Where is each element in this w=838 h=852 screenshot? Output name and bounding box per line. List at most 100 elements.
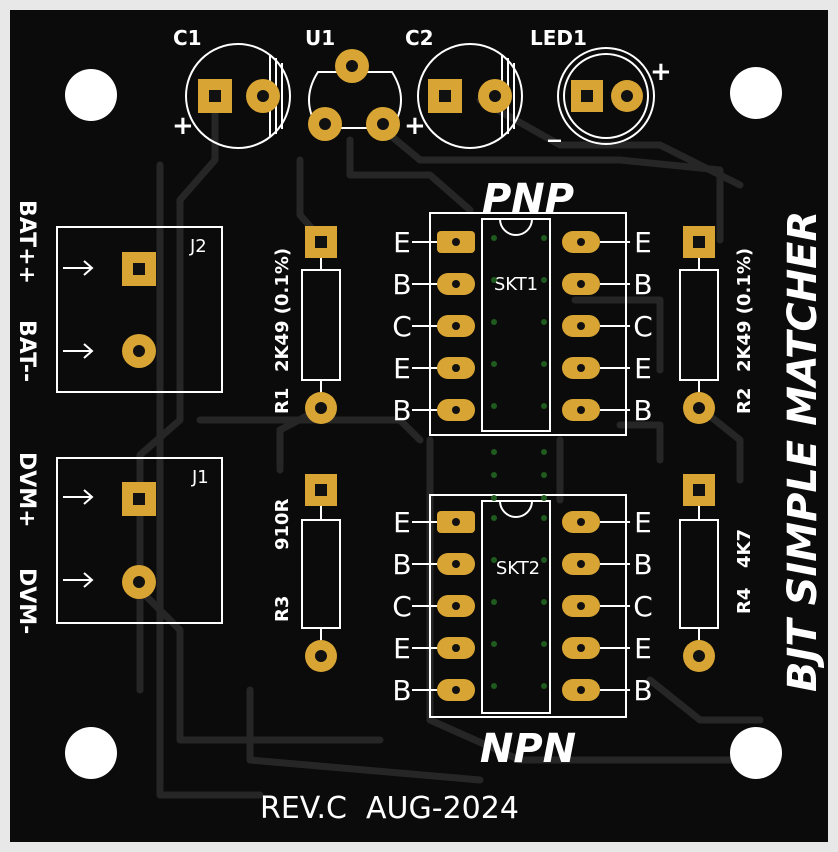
skt2-pin-right-3-drill (577, 602, 585, 610)
resistor-r2: 2K49 (0.1%) R2 (679, 226, 755, 424)
skt1-pin-label-right-5: B (633, 394, 652, 427)
regulator-u1: U1 (305, 26, 402, 141)
c1-plus-label: + (172, 111, 194, 141)
revision-label: REV.C AUG-2024 (260, 791, 519, 826)
j1-ref-label: J1 (191, 467, 209, 488)
skt2-pin-label-right-5: B (633, 674, 652, 707)
skt2-pin-label-right-4: E (634, 632, 652, 665)
skt2-via-5-1 (491, 683, 497, 689)
r2-ref-label: R2 (734, 388, 755, 414)
skt2-ref-label: SKT2 (496, 558, 540, 579)
mounting-holes (65, 67, 782, 779)
r4-value-label: 4K7 (734, 529, 755, 568)
mounting-hole-top-left (65, 69, 117, 121)
r1-value-label: 2K49 (0.1%) (272, 248, 293, 372)
mounting-hole-bottom-right (730, 727, 782, 779)
mounting-hole-top-right (730, 67, 782, 119)
skt2-pin-label-right-1: E (634, 506, 652, 539)
j2-pin2-label: BAT-- (14, 320, 39, 382)
skt1-via-2-1 (491, 277, 497, 283)
skt2-via-3-2 (541, 599, 547, 605)
led-led1: LED1 + _ (530, 26, 672, 145)
skt2-pin-label-right-2: B (633, 548, 652, 581)
skt1-via-4-2 (541, 361, 547, 367)
c2-label: C2 (405, 26, 434, 50)
resistor-r3: 910R R3 (272, 474, 341, 672)
skt2-type-label: NPN (480, 726, 576, 772)
j1-pin1-label: DVM+ (14, 452, 39, 528)
skt2-pin-right-2-drill (577, 560, 585, 568)
skt1-pin-left-3-drill (452, 322, 460, 330)
skt2-pin-label-left-3: C (392, 590, 412, 623)
skt1-pin-left-2-drill (452, 280, 460, 288)
connector-j2: J2 BAT++ BAT-- (14, 200, 223, 393)
led1-label: LED1 (530, 26, 587, 50)
skt1-pin-label-left-5: B (392, 394, 411, 427)
skt2-via-1-2 (541, 515, 547, 521)
skt2-pin-left-5-drill (452, 686, 460, 694)
mounting-hole-bottom-left (65, 727, 117, 779)
skt2-via-1-1 (491, 515, 497, 521)
board-outline (10, 10, 828, 842)
skt1-ref-label: SKT1 (494, 274, 538, 295)
capacitor-c1: C1 + (172, 26, 291, 149)
skt2-pin-left-2-drill (452, 560, 460, 568)
skt2-via-3-1 (491, 599, 497, 605)
capacitor-c2: C2 + (404, 26, 523, 149)
skt1-via-3-1 (491, 319, 497, 325)
c1-label: C1 (173, 26, 202, 50)
skt1-pin-right-2-drill (577, 280, 585, 288)
skt2-pin-label-left-4: E (393, 632, 411, 665)
socket-vias (491, 449, 547, 501)
skt1-pin-label-left-3: C (392, 310, 412, 343)
skt2-pin-label-right-3: C (633, 590, 653, 623)
board-title: BJT SIMPLE MATCHER (780, 211, 826, 692)
led1-minus-label: _ (548, 113, 561, 143)
skt1-via-1-2 (541, 235, 547, 241)
skt1-pin-left-4-drill (452, 364, 460, 372)
skt1-pin-label-right-2: B (633, 268, 652, 301)
skt1-pin-label-right-4: E (634, 352, 652, 385)
resistor-r1: 2K49 (0.1%) R1 (272, 226, 341, 424)
skt2-pin-right-5-drill (577, 686, 585, 694)
connector-j1: J1 DVM+ DVM- (14, 452, 223, 634)
skt1-pin-right-4-drill (577, 364, 585, 372)
skt2-pin-right-1-drill (577, 518, 585, 526)
skt2-pin-right-4-drill (577, 644, 585, 652)
skt1-via-3-2 (541, 319, 547, 325)
skt2-via-5-2 (541, 683, 547, 689)
led1-plus-label: + (650, 57, 672, 87)
skt2-pin-label-left-5: B (392, 674, 411, 707)
skt2-pin-left-4-drill (452, 644, 460, 652)
skt2-via-2-1 (491, 557, 497, 563)
skt1-type-label: PNP (482, 176, 574, 222)
skt2-pin-left-1-drill (452, 518, 460, 526)
u1-label: U1 (305, 26, 335, 50)
r1-ref-label: R1 (272, 388, 293, 414)
skt1-pin-label-right-3: C (633, 310, 653, 343)
skt2-via-4-2 (541, 641, 547, 647)
skt1-via-5-2 (541, 403, 547, 409)
skt1-pin-label-left-4: E (393, 352, 411, 385)
j1-pin2-label: DVM- (14, 568, 39, 634)
skt2-via-2-2 (541, 557, 547, 563)
skt2-pin-label-left-1: E (393, 506, 411, 539)
skt1-pin-right-1-drill (577, 238, 585, 246)
skt2-pin-left-3-drill (452, 602, 460, 610)
r3-value-label: 910R (272, 498, 293, 550)
skt1-pin-right-3-drill (577, 322, 585, 330)
skt1-via-4-1 (491, 361, 497, 367)
j2-ref-label: J2 (189, 236, 207, 257)
skt2-pin-label-left-2: B (392, 548, 411, 581)
c2-plus-label: + (404, 111, 426, 141)
resistor-r4: 4K7 R4 (679, 474, 755, 672)
r4-ref-label: R4 (734, 588, 755, 614)
skt1-pin-left-5-drill (452, 406, 460, 414)
skt1-pin-label-left-2: B (392, 268, 411, 301)
r3-ref-label: R3 (272, 596, 293, 622)
